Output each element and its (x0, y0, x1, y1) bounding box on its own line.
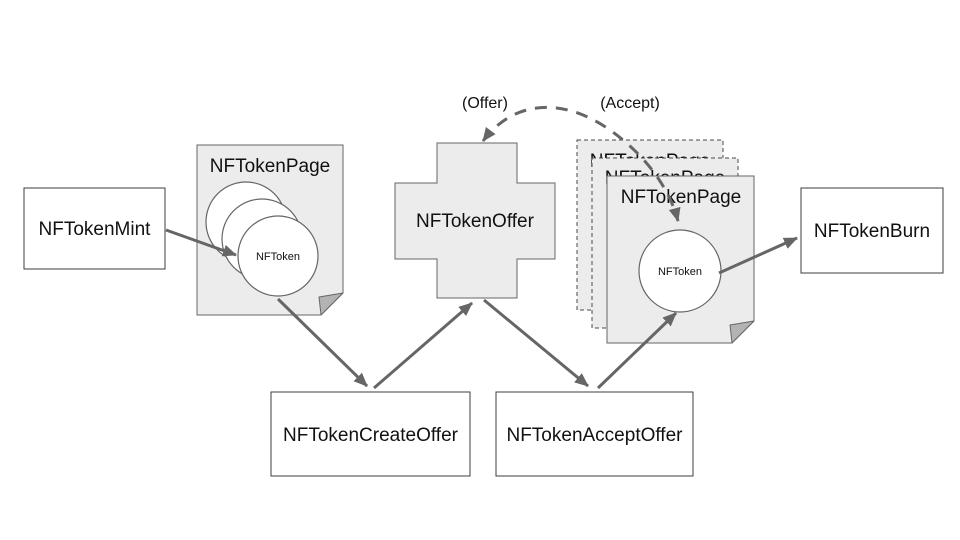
box-shape (495, 391, 694, 477)
accept-flow-label: (Accept) (600, 95, 660, 112)
offer-flow-label: (Offer) (462, 95, 508, 112)
left-nftoken-label: NFToken (256, 251, 300, 263)
nftokenmint-label: NFTokenMint (39, 219, 152, 240)
arrow-page-to-burn-icon (718, 236, 798, 275)
box-shape (800, 187, 944, 274)
box-shape (270, 391, 471, 477)
right-nftokenpage-stack: NFTokenPage NFTokenPage NFTokenPage NFTo… (576, 139, 755, 344)
nftokenburn-label: NFTokenBurn (814, 221, 930, 242)
arrow-mint-to-page-icon (165, 228, 237, 257)
nftokenoffer-shape: NFTokenOffer (394, 142, 556, 299)
nftokenoffer-label: NFTokenOffer (416, 211, 535, 232)
left-page-title: NFTokenPage (210, 156, 330, 177)
page-fold-icon (729, 320, 755, 344)
page-fold-icon (318, 292, 344, 316)
front-page-title: NFTokenPage (621, 187, 741, 208)
nftokenacceptoffer-label: NFTokenAcceptOffer (506, 425, 683, 446)
right-nftoken-label: NFToken (658, 266, 702, 278)
arrow-page-to-createoffer-icon (276, 297, 369, 388)
left-nftokenpage-document: NFTokenPage NFToken (196, 144, 344, 316)
nftokenburn-box: NFTokenBurn (800, 187, 944, 274)
box-shape (23, 187, 166, 270)
nftokenmint-box: NFTokenMint (23, 187, 166, 270)
nftokenacceptoffer-box: NFTokenAcceptOffer (495, 391, 694, 477)
arrow-offer-to-acceptoffer-icon (483, 298, 589, 388)
nftoken-circle-front (237, 215, 319, 297)
nftokencreateoffer-box: NFTokenCreateOffer (270, 391, 471, 477)
arrow-createoffer-to-offer-icon (373, 301, 473, 390)
arrow-acceptoffer-to-page-icon (596, 311, 678, 390)
nftokencreateoffer-label: NFTokenCreateOffer (283, 425, 459, 446)
